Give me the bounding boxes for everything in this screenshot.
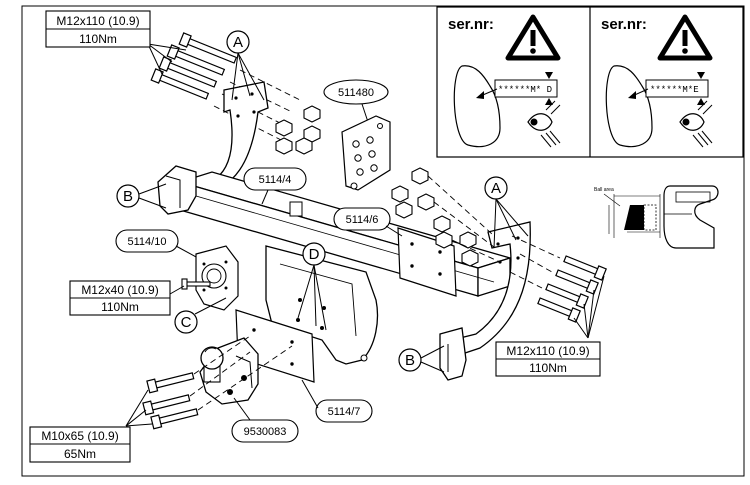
serial-plate-right [645,79,709,98]
spec-box-right: M12x110 (10.9) 110Nm [495,341,601,377]
drawing-frame [21,5,745,477]
callout-a-top-text: A [233,34,243,51]
spec-box-mid-left: M12x40 (10.9) 110Nm [69,280,171,316]
part-label-5114-4 [243,167,307,191]
bolt-group-right [537,255,607,323]
spec-bolt-mid-left: M12x40 (10.9) [81,283,158,297]
part-label-9530083-text: 9530083 [244,426,287,438]
crossbar-left-end [157,165,197,215]
callout-a-right-text: A [491,180,501,197]
nut-group-right [391,167,479,267]
ball-area-label: Ball area [594,187,614,193]
spec-bolt-bottom-left: M10x65 (10.9) [41,429,118,443]
serial-plate-left-code: ******M* D [498,85,552,95]
part-label-5114-6-text: 5114/6 [346,214,379,226]
serial-number-panel: ser.nr: ******M* D ser.nr: [436,6,744,158]
serial-plate-right-code: ******M*E [650,85,699,95]
part-label-511480 [323,79,389,105]
spec-bolt-top-left: M12x110 (10.9) [56,14,139,28]
callout-b-right-text: B [405,352,415,369]
callout-b-right [398,348,422,372]
bracket-holes-left [234,92,256,118]
spec-torque-top-left: 110Nm [79,32,117,46]
part-label-5114-10 [115,229,179,253]
spec-leaders-top-left [147,43,187,75]
vehicle-outline-right [605,65,653,148]
callout-d-text: D [309,246,320,263]
eye-icon-right [679,100,713,148]
serial-label-left: ser.nr: [448,16,494,33]
callout-b-left-text: B [123,188,133,205]
spec-bolt-right: M12x110 (10.9) [506,344,589,358]
part-label-5114-7-text: 5114/7 [328,406,361,418]
warning-icon [505,14,561,61]
part-label-5114-7 [315,399,373,423]
part-label-5114-4-text: 5114/4 [259,174,292,186]
drop-bracket-holes [296,298,368,362]
vehicle-outline-left [453,65,501,148]
serial-label-right: ser.nr: [601,16,647,33]
warning-icon [657,14,713,61]
callout-c-text: C [181,314,192,331]
part-label-5114-10-text: 5114/10 [128,236,167,248]
nut-group-top [275,105,321,155]
electric-socket-plate [341,115,391,191]
crossbar-right-end [439,327,467,381]
part-label-511480-text: 511480 [338,87,374,99]
tow-ball-9530083 [199,337,259,405]
spec-torque-mid-left: 110Nm [101,300,139,314]
part-label-5114-6 [333,207,391,231]
callout-c [174,310,198,334]
spec-box-bottom-left: M10x65 (10.9) 65Nm [29,426,131,463]
ball-area-detail: Ball area [594,185,719,249]
part-label-9530083 [231,419,299,443]
bolt-group-top-left [150,32,238,100]
spec-torque-bottom-left: 65Nm [64,447,96,461]
eye-icon-left [527,100,561,148]
spec-torque-right: 110Nm [529,361,567,375]
spec-box-top-left: M12x110 (10.9) 110Nm [45,10,151,48]
bolt-m12x40 [181,278,211,290]
serial-plate-left [494,79,558,98]
bolt-group-bottom-left [142,372,199,430]
callout-b-left [116,184,140,208]
